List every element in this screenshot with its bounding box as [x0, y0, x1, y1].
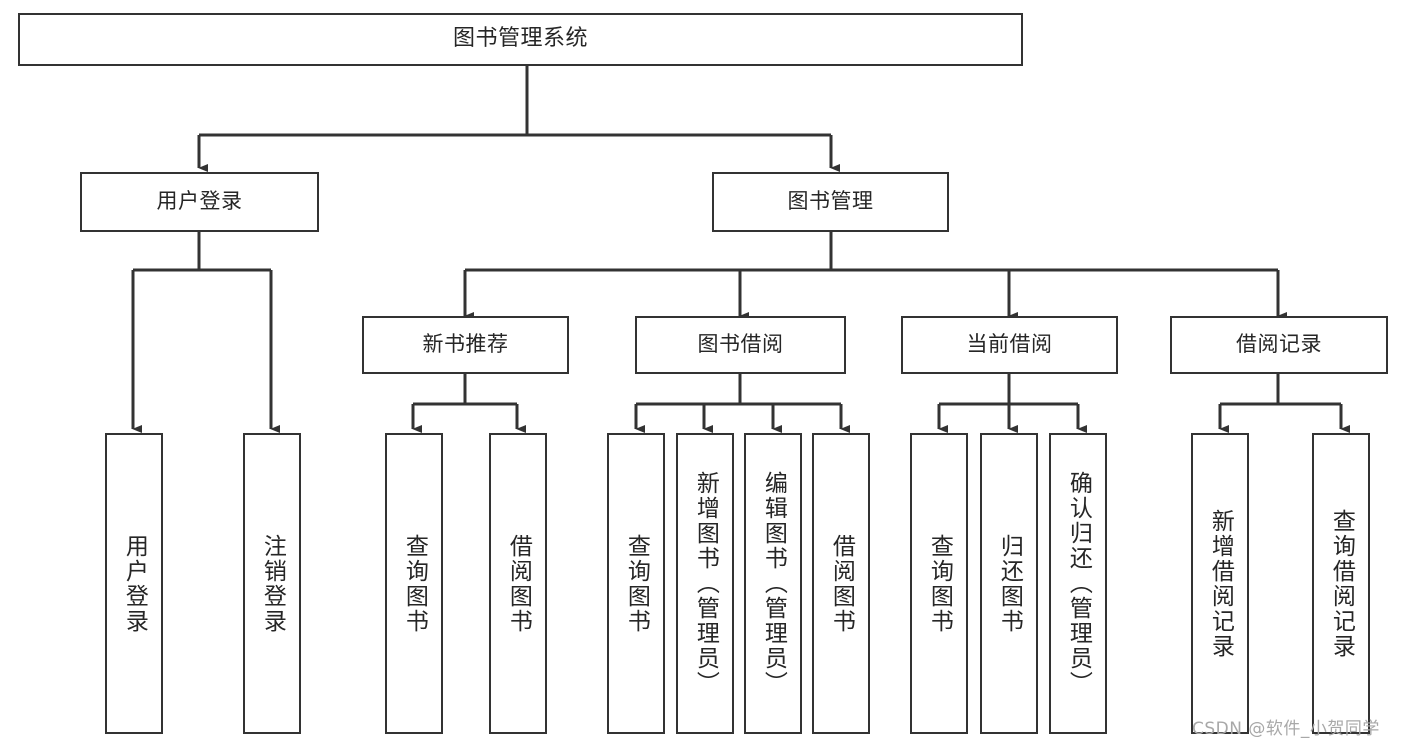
leaf-label: 查询图书: [401, 533, 428, 634]
node-book-manage[interactable]: 图书管理: [712, 172, 949, 232]
leaf-label: 借阅图书: [505, 533, 532, 634]
leaf-label: 查询借阅记录: [1328, 508, 1355, 659]
leaf-query-book-recommend[interactable]: 查询图书: [385, 433, 443, 734]
leaf-query-borrow-record[interactable]: 查询借阅记录: [1312, 433, 1370, 734]
leaf-label: 用户登录: [121, 533, 148, 634]
leaf-borrow-book-recommend[interactable]: 借阅图书: [489, 433, 547, 734]
leaf-query-book-borrow[interactable]: 查询图书: [607, 433, 665, 734]
leaf-label: 编辑图书（管理员）: [760, 471, 787, 696]
leaf-label: 新增借阅记录: [1207, 508, 1234, 659]
leaf-add-book-admin[interactable]: 新增图书（管理员）: [676, 433, 734, 734]
leaf-return-book[interactable]: 归还图书: [980, 433, 1038, 734]
leaf-label: 查询图书: [926, 533, 953, 634]
leaf-edit-book-admin[interactable]: 编辑图书（管理员）: [744, 433, 802, 734]
leaf-add-borrow-record[interactable]: 新增借阅记录: [1191, 433, 1249, 734]
leaf-user-login[interactable]: 用户登录: [105, 433, 163, 734]
leaf-label: 新增图书（管理员）: [692, 471, 719, 696]
leaf-label: 借阅图书: [828, 533, 855, 634]
node-root[interactable]: 图书管理系统: [18, 13, 1023, 66]
leaf-label: 注销登录: [259, 533, 286, 634]
leaf-logout[interactable]: 注销登录: [243, 433, 301, 734]
leaf-borrow-book-borrow[interactable]: 借阅图书: [812, 433, 870, 734]
leaf-query-book-current[interactable]: 查询图书: [910, 433, 968, 734]
leaf-label: 确认归还（管理员）: [1065, 471, 1092, 696]
csdn-watermark: CSDN @软件_小贺同学: [1192, 719, 1380, 739]
node-current-borrow[interactable]: 当前借阅: [901, 316, 1118, 374]
leaf-label: 归还图书: [996, 533, 1023, 634]
leaf-label: 查询图书: [623, 533, 650, 634]
leaf-confirm-return-admin[interactable]: 确认归还（管理员）: [1049, 433, 1107, 734]
node-user-login[interactable]: 用户登录: [80, 172, 319, 232]
node-new-book-recommend[interactable]: 新书推荐: [362, 316, 569, 374]
node-borrow-record[interactable]: 借阅记录: [1170, 316, 1388, 374]
node-book-borrow[interactable]: 图书借阅: [635, 316, 846, 374]
